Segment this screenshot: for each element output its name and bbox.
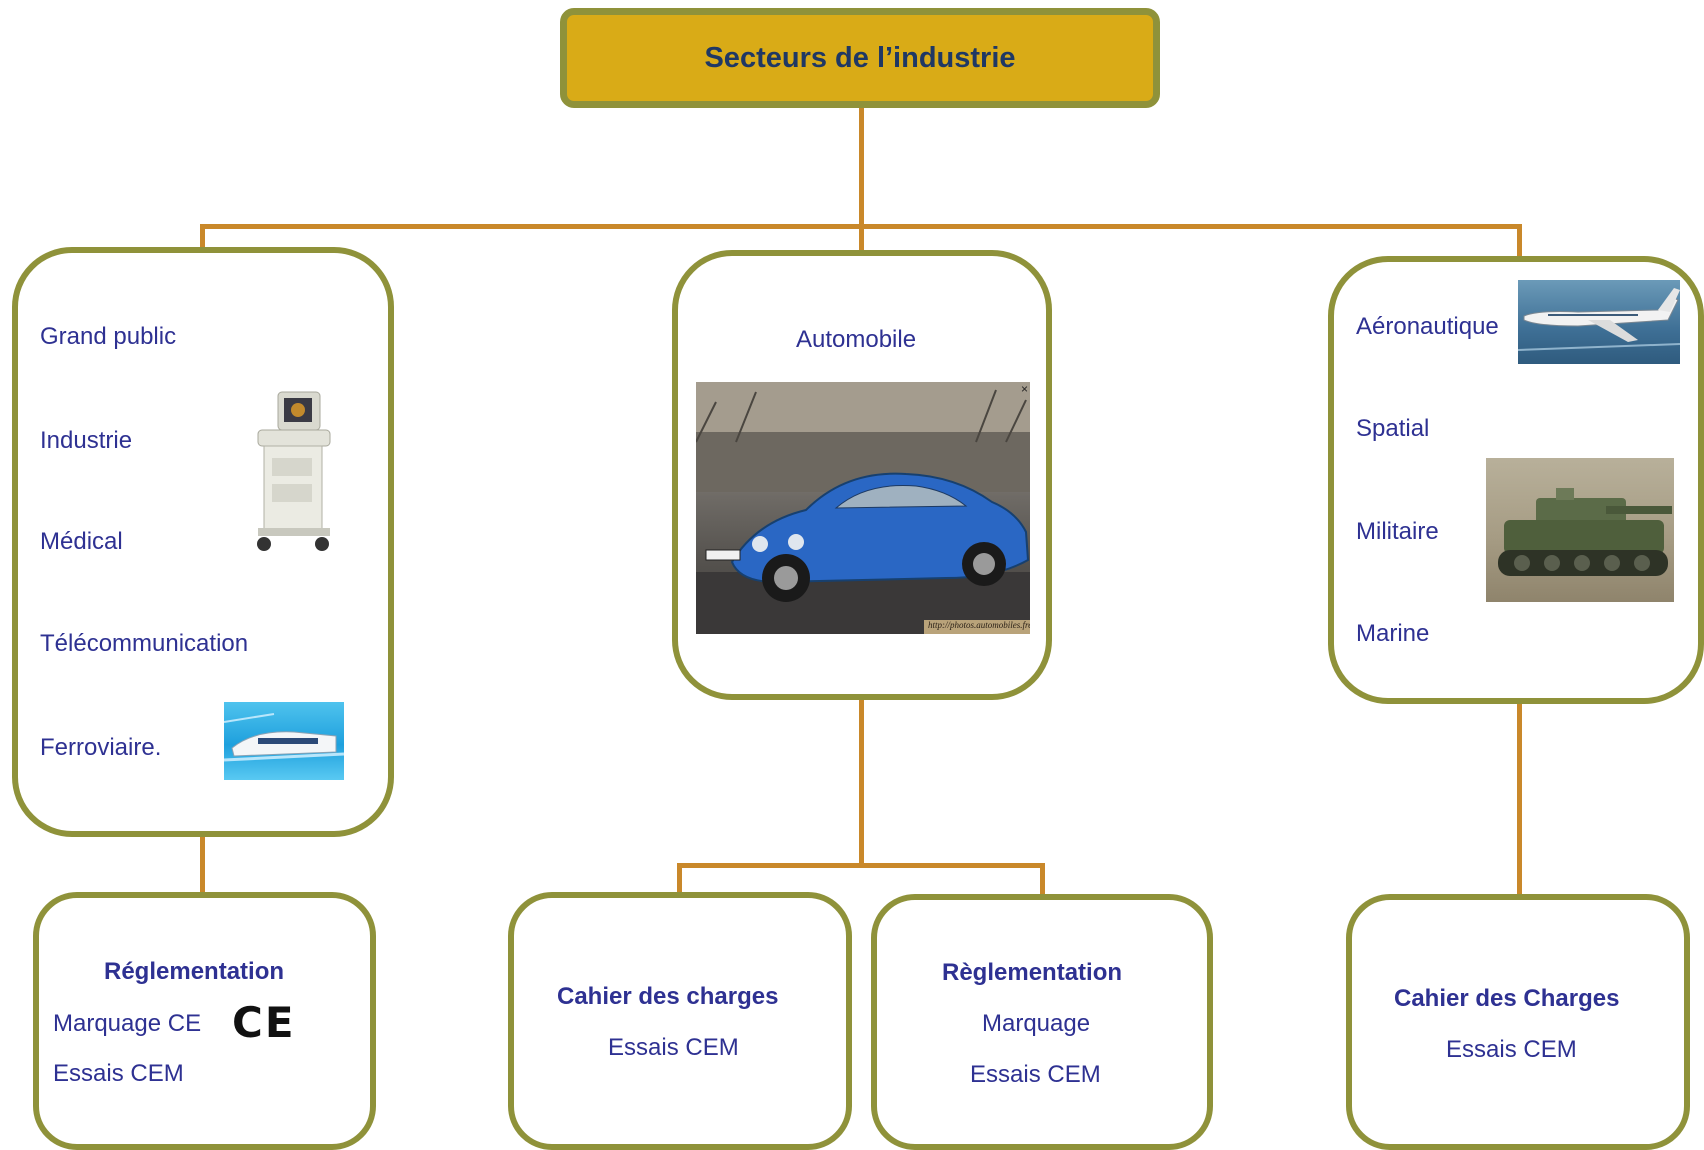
connector-left-bottom xyxy=(200,835,205,895)
train-image xyxy=(224,702,344,780)
right-item-aeronautique: Aéronautique xyxy=(1356,313,1499,340)
left-item-ferroviaire: Ferroviaire. xyxy=(40,734,162,761)
left-item-grand-public: Grand public xyxy=(40,323,177,350)
page-title: Secteurs de l’industrie xyxy=(704,41,1016,74)
car-photo: http://photos.automobiles.free.fr × xyxy=(696,382,1030,634)
center-item-automobile: Automobile xyxy=(796,326,917,353)
airplane-image xyxy=(1518,280,1680,364)
connector-center-bottom xyxy=(859,698,864,866)
title-box: Secteurs de l’industrie xyxy=(560,8,1160,108)
bottom-center-right-box xyxy=(871,894,1213,1150)
bottom-right-box xyxy=(1346,894,1690,1150)
connector-center-split-left xyxy=(677,863,682,895)
bottom-center-left-line-1: Essais CEM xyxy=(608,1034,739,1061)
bottom-left-box xyxy=(33,892,376,1150)
medical-device-image xyxy=(240,388,340,558)
right-item-spatial: Spatial xyxy=(1356,415,1430,442)
bottom-center-left-title: Cahier des charges xyxy=(557,983,779,1010)
tank-image xyxy=(1486,458,1674,602)
connector-center-split xyxy=(677,863,1045,868)
connector-center-drop xyxy=(859,224,864,254)
bottom-left-title: Réglementation xyxy=(104,958,285,985)
bottom-center-right-line-2: Essais CEM xyxy=(970,1061,1101,1088)
left-item-industrie: Industrie xyxy=(40,427,133,454)
bottom-center-right-title: Règlementation xyxy=(942,959,1123,986)
connector-center-split-right xyxy=(1040,863,1045,895)
connector-right-drop xyxy=(1517,224,1522,258)
bottom-center-right-line-1: Marquage xyxy=(982,1010,1091,1037)
bottom-center-left-box xyxy=(508,892,852,1150)
photo-watermark: http://photos.automobiles.free.fr xyxy=(928,620,1030,630)
connector-right-bottom xyxy=(1517,700,1522,900)
right-item-marine: Marine xyxy=(1356,620,1430,647)
close-icon: × xyxy=(1020,382,1028,396)
connector-title-down xyxy=(859,106,864,230)
left-item-medical: Médical xyxy=(40,528,123,555)
connector-left-drop xyxy=(200,224,205,254)
bottom-right-title: Cahier des Charges xyxy=(1394,985,1620,1012)
right-item-militaire: Militaire xyxy=(1356,518,1439,545)
bottom-left-line-2: Essais CEM xyxy=(53,1060,184,1087)
ce-mark-icon: CE xyxy=(232,998,296,1047)
left-item-telecom: Télécommunication xyxy=(40,630,249,657)
bottom-left-line-1: Marquage CE xyxy=(53,1010,202,1037)
bottom-right-line-1: Essais CEM xyxy=(1446,1036,1577,1063)
